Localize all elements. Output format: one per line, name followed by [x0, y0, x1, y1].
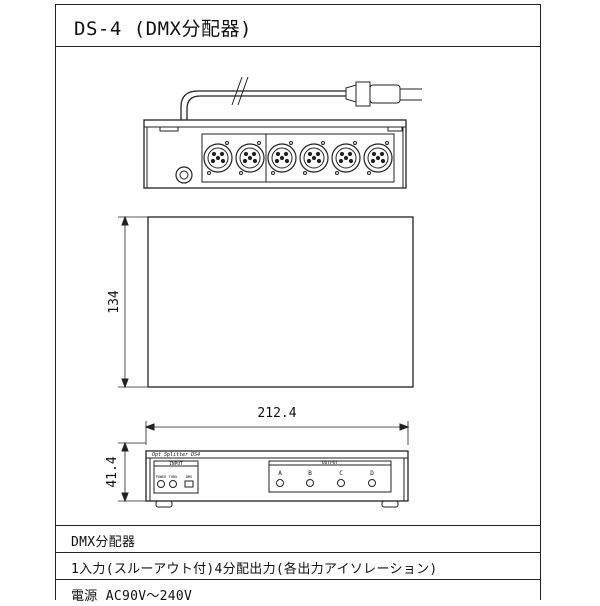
- dmx-input-icon: [184, 480, 194, 488]
- front-chassis: [145, 450, 409, 502]
- xlr-connector-icon: [299, 141, 329, 175]
- spec-power: 電源 AC90V～240V: [71, 589, 193, 604]
- spec-product-type: DMX分配器: [71, 535, 136, 550]
- output-c-led-icon: [337, 479, 345, 487]
- thru-label: THRU: [169, 475, 177, 479]
- output-d-led-icon: [368, 479, 376, 487]
- xlr-connector-icon: [203, 141, 233, 175]
- depth-dimension-label: 134: [107, 290, 122, 314]
- brand-label: Opt Splitter DS4: [152, 452, 200, 458]
- foot: [155, 500, 173, 508]
- rear-chassis: [143, 119, 407, 189]
- power-cable: [186, 95, 346, 172]
- output-b-led-icon: [306, 479, 314, 487]
- title-row: DS-4 (DMX分配器): [56, 5, 540, 47]
- thru-led-icon: [169, 480, 177, 488]
- power-led-icon: [157, 480, 165, 488]
- foot: [381, 500, 399, 508]
- width-dimension-label: 212.4: [257, 406, 296, 421]
- dmx-label: DMX: [186, 475, 193, 479]
- spec-io: 1入力(スルーアウト付)4分配出力(各出力アイソレーション): [71, 562, 438, 577]
- xlr-connector-icon: [363, 141, 393, 175]
- front-view: [145, 450, 409, 508]
- xlr-connector-icon: [331, 141, 361, 175]
- output-d-label: D: [370, 470, 374, 477]
- height-dimension-label: 41.4: [105, 456, 120, 487]
- output-b-label: B: [308, 470, 312, 477]
- xlr-connector-icon: [235, 141, 265, 175]
- spec-row-2: 1入力(スルーアウト付)4分配出力(各出力アイソレーション): [56, 552, 540, 579]
- output-indicator-box: [268, 460, 392, 493]
- height-dimension: [118, 441, 146, 503]
- spec-row-1: DMX分配器: [56, 525, 540, 552]
- page-title: DS-4 (DMX分配器): [74, 18, 252, 40]
- drawing-svg: 134 212.4 41.4 Opt Splitter DS4 INPUT PO…: [105, 76, 422, 508]
- output-label: OUTPUT: [322, 460, 339, 466]
- cable-gland-icon: [175, 166, 193, 184]
- top-view-body: [147, 216, 414, 388]
- rear-view: [143, 76, 422, 189]
- spec-sheet: DS-4 (DMX分配器): [55, 4, 541, 604]
- xlr-connector-icon: [267, 141, 297, 175]
- input-label: INPUT: [169, 461, 183, 467]
- technical-drawing: 134 212.4 41.4 Opt Splitter DS4 INPUT PO…: [56, 47, 540, 525]
- output-a-label: A: [278, 470, 282, 477]
- input-indicator-box: [153, 460, 199, 494]
- output-c-label: C: [339, 470, 343, 477]
- output-a-led-icon: [276, 479, 284, 487]
- power-label: POWER: [156, 475, 167, 479]
- output-connector-panel: [265, 133, 395, 183]
- top-view: [118, 215, 414, 389]
- power-plug-icon: [345, 81, 422, 107]
- spec-row-3: 電源 AC90V～240V: [56, 579, 540, 606]
- width-dimension: [144, 421, 410, 445]
